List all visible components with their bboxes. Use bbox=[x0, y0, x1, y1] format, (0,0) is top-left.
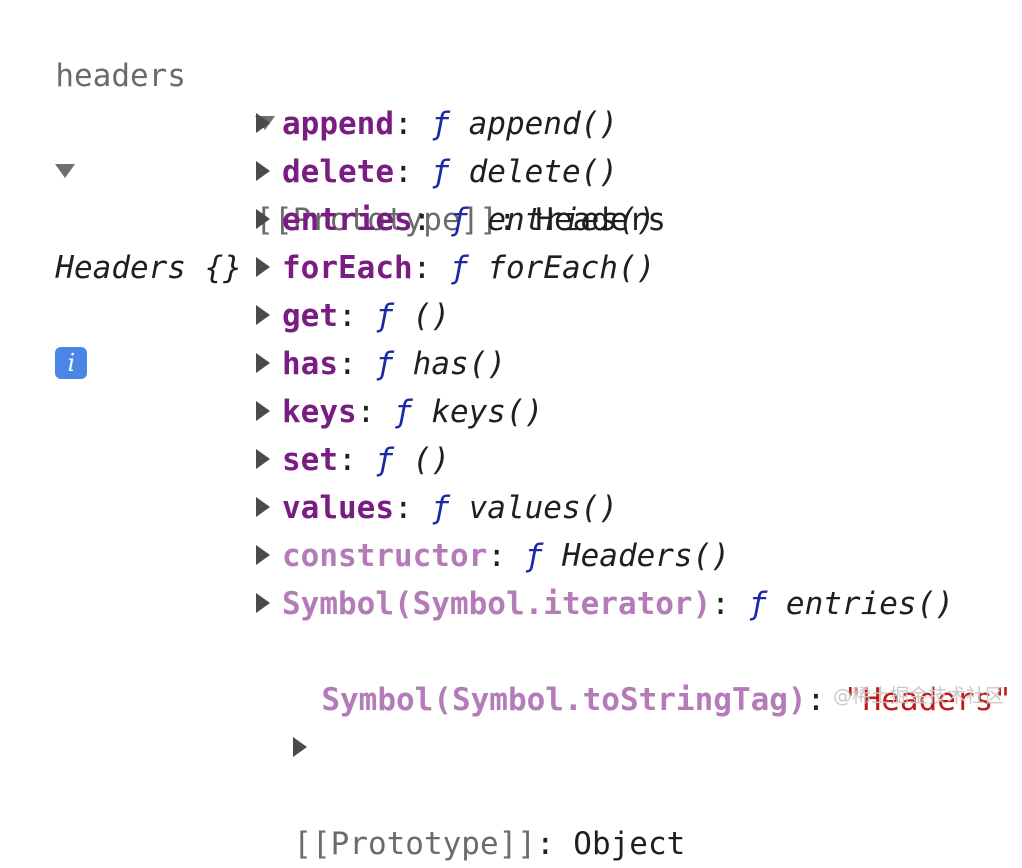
prototype-label: [[Prototype]] bbox=[255, 202, 498, 238]
member-signature: () bbox=[394, 442, 450, 478]
member-key: get bbox=[282, 298, 338, 334]
member-row[interactable]: values: ƒ values() bbox=[256, 484, 618, 532]
member-key: keys bbox=[282, 394, 357, 430]
member-key: append bbox=[282, 106, 394, 142]
expand-right-icon[interactable] bbox=[256, 592, 270, 613]
function-icon: ƒ bbox=[393, 394, 413, 430]
inner-prototype-sep: : bbox=[535, 826, 574, 862]
expand-right-icon[interactable] bbox=[256, 208, 270, 229]
root-row[interactable]: headers Headers {} i bbox=[18, 4, 242, 379]
tostringtag-value: "Headers" bbox=[843, 682, 1012, 718]
expand-right-icon[interactable] bbox=[293, 736, 308, 757]
member-sep: : bbox=[711, 586, 749, 622]
function-icon: ƒ bbox=[449, 250, 469, 286]
member-key: Symbol(Symbol.iterator) bbox=[282, 586, 712, 622]
tostringtag-sep: : bbox=[806, 682, 844, 718]
member-row[interactable]: has: ƒ has() bbox=[256, 340, 506, 388]
member-row[interactable]: keys: ƒ keys() bbox=[256, 388, 543, 436]
member-signature: values() bbox=[449, 490, 618, 526]
member-sep: : bbox=[338, 442, 376, 478]
member-key: set bbox=[282, 442, 338, 478]
prototype-sep: : bbox=[497, 202, 536, 238]
member-key: constructor bbox=[282, 538, 488, 574]
expand-right-icon[interactable] bbox=[256, 496, 270, 517]
function-icon: ƒ bbox=[375, 346, 394, 382]
root-name: headers bbox=[55, 58, 186, 94]
member-sep: : bbox=[487, 538, 525, 574]
expand-down-icon[interactable] bbox=[55, 163, 76, 178]
function-icon: ƒ bbox=[431, 490, 450, 526]
prototype-row[interactable]: [[Prototype]]: Headers bbox=[218, 52, 666, 238]
expand-right-icon[interactable] bbox=[256, 256, 270, 277]
watermark: @稀土掘金技术社区 bbox=[832, 685, 1004, 707]
member-signature: () bbox=[394, 298, 450, 334]
tostringtag-row: Symbol(Symbol.toStringTag): "Headers" bbox=[284, 628, 1012, 718]
expand-right-icon[interactable] bbox=[256, 544, 270, 565]
root-value: Headers {} bbox=[55, 250, 242, 286]
expand-right-icon[interactable] bbox=[256, 112, 270, 133]
function-icon: ƒ bbox=[375, 298, 394, 334]
member-sep: : bbox=[356, 394, 394, 430]
prototype-value: Headers bbox=[535, 202, 666, 238]
function-icon: ƒ bbox=[748, 586, 768, 622]
member-key: entries bbox=[282, 202, 413, 238]
inner-prototype-label: [[Prototype]] bbox=[293, 826, 536, 862]
inner-prototype-value: Object bbox=[573, 826, 686, 862]
member-key: values bbox=[282, 490, 394, 526]
function-icon: ƒ bbox=[431, 154, 450, 190]
member-key: forEach bbox=[282, 250, 413, 286]
member-sep: : bbox=[412, 250, 450, 286]
expand-right-icon[interactable] bbox=[256, 448, 270, 469]
member-row[interactable]: entries: ƒ entries() bbox=[256, 196, 655, 244]
expand-right-icon[interactable] bbox=[256, 160, 270, 181]
member-sep: : bbox=[338, 298, 376, 334]
member-sep: : bbox=[412, 202, 450, 238]
function-icon: ƒ bbox=[375, 442, 394, 478]
member-signature: entries() bbox=[468, 202, 656, 238]
member-signature: keys() bbox=[412, 394, 544, 430]
expand-right-icon[interactable] bbox=[256, 400, 270, 421]
tostringtag-key: Symbol(Symbol.toStringTag) bbox=[321, 682, 807, 718]
member-signature: Headers() bbox=[543, 538, 730, 574]
function-icon: ƒ bbox=[524, 538, 544, 574]
member-row[interactable]: set: ƒ () bbox=[256, 436, 450, 484]
member-signature: delete() bbox=[449, 154, 618, 190]
member-row[interactable]: constructor: ƒ Headers() bbox=[256, 532, 730, 580]
expand-right-icon[interactable] bbox=[256, 304, 270, 325]
inner-prototype-row[interactable]: [[Prototype]]: Object bbox=[256, 676, 685, 862]
member-row[interactable]: append: ƒ append() bbox=[256, 100, 618, 148]
function-icon: ƒ bbox=[449, 202, 469, 238]
member-key: delete bbox=[282, 154, 394, 190]
member-signature: entries() bbox=[767, 586, 954, 622]
member-sep: : bbox=[393, 154, 432, 190]
member-signature: append() bbox=[449, 106, 618, 142]
member-signature: forEach() bbox=[468, 250, 656, 286]
member-sep: : bbox=[393, 490, 432, 526]
member-sep: : bbox=[393, 106, 432, 142]
info-icon[interactable]: i bbox=[55, 346, 88, 379]
member-key: has bbox=[282, 346, 338, 382]
expand-right-icon[interactable] bbox=[256, 352, 270, 373]
member-row[interactable]: delete: ƒ delete() bbox=[256, 148, 618, 196]
function-icon: ƒ bbox=[431, 106, 450, 142]
member-row[interactable]: Symbol(Symbol.iterator): ƒ entries() bbox=[256, 580, 954, 628]
member-signature: has() bbox=[394, 346, 506, 382]
member-row[interactable]: forEach: ƒ forEach() bbox=[256, 244, 655, 292]
member-row[interactable]: get: ƒ () bbox=[256, 292, 450, 340]
member-sep: : bbox=[338, 346, 376, 382]
